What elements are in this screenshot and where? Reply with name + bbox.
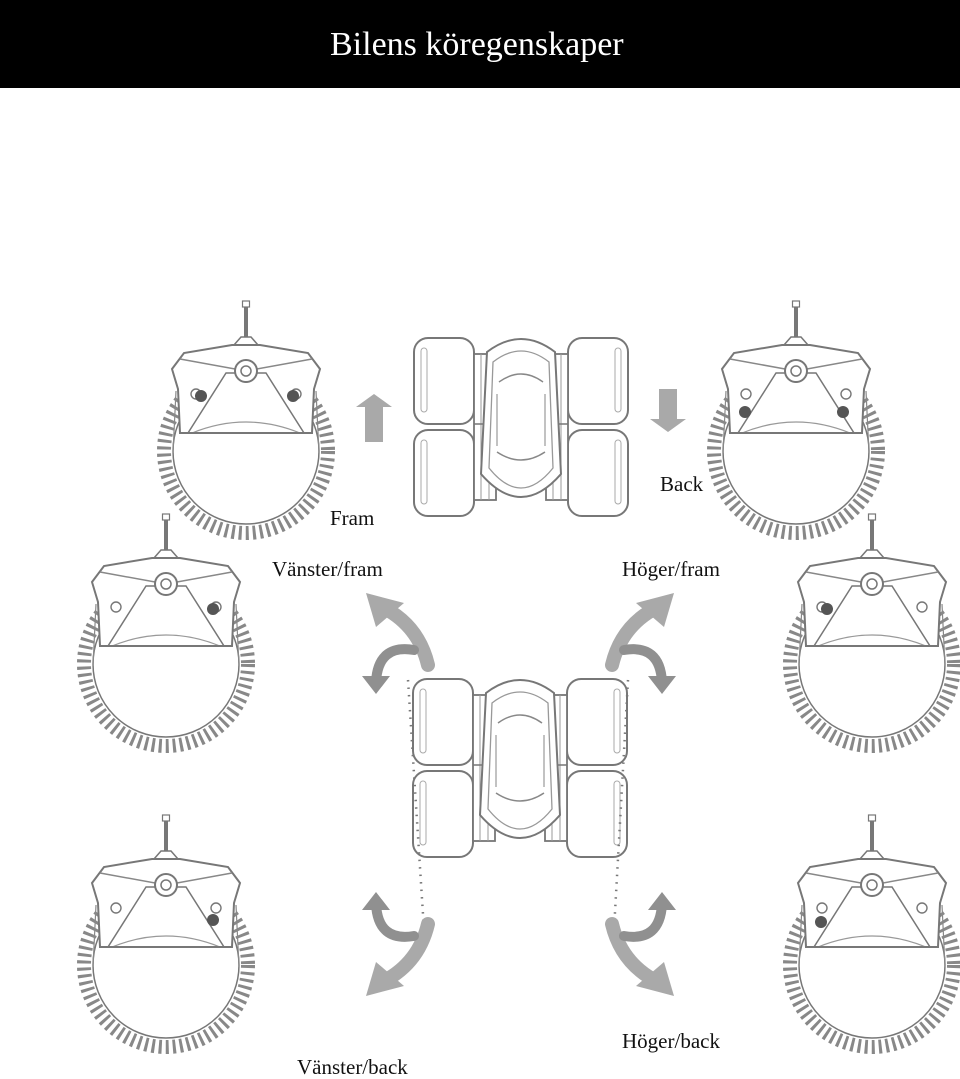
small-turn-arrow-right-bottom-icon: [624, 892, 676, 937]
label-fram: Fram: [330, 506, 375, 530]
forward-arrow-icon: [356, 394, 392, 442]
small-turn-arrow-left-bottom-icon: [362, 892, 414, 937]
pressed-stick-right-icon: [287, 390, 299, 402]
controller-hoger-fram: [790, 514, 954, 746]
controller-hoger-back: [790, 815, 954, 1047]
pressed-stick-left-icon: [739, 406, 751, 418]
controller-fram: [164, 301, 328, 533]
label-vanster-fram: Vänster/fram: [272, 557, 383, 581]
pressed-stick-left-icon: [815, 916, 827, 928]
car-top-view-turning: [412, 678, 628, 858]
label-hoger-fram: Höger/fram: [622, 557, 720, 581]
controller-vanster-back: [84, 815, 248, 1047]
label-back: Back: [660, 472, 704, 496]
pressed-stick-right-icon: [207, 914, 219, 926]
controller-vanster-fram: [84, 514, 248, 746]
pressed-stick-left-icon: [195, 390, 207, 402]
pressed-stick-right-icon: [837, 406, 849, 418]
controller-back: [714, 301, 878, 533]
car-top-view: [413, 337, 629, 517]
pressed-stick-right-icon: [207, 603, 219, 615]
label-hoger-back: Höger/back: [622, 1029, 720, 1053]
pressed-stick-left-icon: [821, 603, 833, 615]
backward-arrow-icon: [650, 389, 686, 432]
small-turn-arrow-left-top-icon: [362, 649, 414, 694]
label-vanster-back: Vänster/back: [297, 1055, 408, 1079]
small-turn-arrow-right-top-icon: [624, 649, 676, 694]
page-title: Bilens köregenskaper: [330, 26, 624, 63]
title-bar: Bilens köregenskaper: [0, 0, 960, 88]
